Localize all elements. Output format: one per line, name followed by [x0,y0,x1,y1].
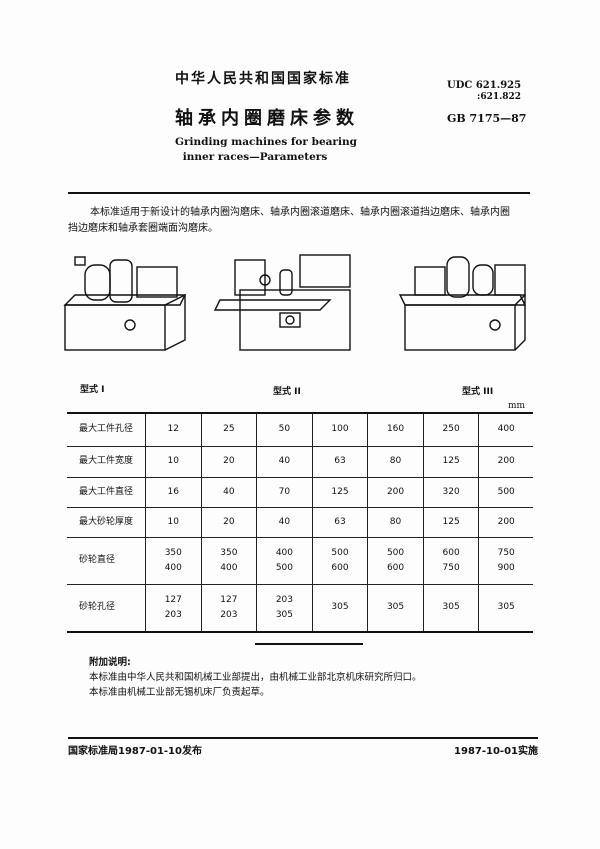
title-en-2: inner races—Parameters [182,151,328,163]
table-cell: 10 [145,507,202,537]
table-cell: 250 [422,413,479,446]
machine-type-2-drawing [213,254,351,351]
table-cell: 320 [422,477,479,507]
intro-line-1: 本标准适用于新设计的轴承内圈沟磨床、轴承内圈滚道磨床、轴承内圈滚道挡边磨床、轴承… [90,207,510,218]
title-en-1: Grinding machines for bearing [175,136,357,148]
table-cell: 160 [367,413,424,446]
gb-number: GB 7175—87 [447,112,527,125]
notes-line-2: 本标准由机械工业部无锡机床厂负责起草。 [89,687,270,698]
table-cell: 305 [311,584,368,632]
table-cell: 70 [256,477,313,507]
table-cell: 20 [200,446,257,477]
table-cell: 350 400 [200,537,257,584]
table-cell: 400 500 [256,537,313,584]
machine-type-3-drawing [398,256,527,351]
table-cell: 100 [311,413,368,446]
udc-code: UDC 621.925 [447,80,522,91]
table-cell: 50 [256,413,313,446]
row-label: 最大砂轮厚度 [79,516,134,527]
table-cell: 40 [200,477,257,507]
issue-date: 国家标准局1987-01-10发布 [68,746,202,757]
table-cell: 20 [200,507,257,537]
machine-figures [63,254,527,351]
table-cell: 127 203 [145,584,202,632]
table-cell: 25 [200,413,257,446]
table-cell: 200 [478,507,533,537]
table-cell: 305 [478,584,533,632]
effective-date: 1987-10-01实施 [454,746,538,757]
footer-divider [68,737,538,739]
table-cell: 203 305 [256,584,313,632]
table-cell: 305 [367,584,424,632]
notes-heading: 附加说明: [89,657,131,668]
row-label: 砂轮直径 [79,555,116,565]
notes-line-1: 本标准由中华人民共和国机械工业部提出，由机械工业部北京机床研究所归口。 [89,672,422,683]
row-label: 最大工件孔径 [79,424,134,435]
table-cell: 200 [478,446,533,477]
udc-code-2: :621.822 [477,92,522,102]
table-cell: 63 [311,446,368,477]
table-cell: 40 [256,446,313,477]
table-cell: 750 900 [478,537,533,584]
figure-label-type-2: 型式 II [273,387,301,397]
table-cell: 500 600 [367,537,424,584]
table-cell: 600 750 [422,537,479,584]
unit-label: mm [508,401,526,411]
table-cell: 125 [311,477,368,507]
table-cell: 500 600 [311,537,368,584]
figure-label-type-1: 型式 I [80,385,105,395]
table-cell: 63 [311,507,368,537]
row-label: 最大工件直径 [79,486,134,497]
title-cn: 轴承内圈磨床参数 [175,108,359,129]
issuing-org: 中华人民共和国国家标准 [175,71,351,87]
table-cell: 12 [145,413,202,446]
table-cell: 127 203 [200,584,257,632]
row-label: 砂轮孔径 [79,602,116,613]
table-cell: 80 [367,507,424,537]
table-cell: 16 [145,477,202,507]
row-label: 最大工件宽度 [79,456,134,466]
table-cell: 80 [367,446,424,477]
machine-type-1-drawing [63,256,187,351]
header-divider [68,192,530,194]
table-cell: 400 [478,413,533,446]
table-cell: 500 [478,477,533,507]
figure-label-type-3: 型式 III [462,387,494,397]
table-cell: 350 400 [145,537,202,584]
table-cell: 125 [422,507,479,537]
end-divider [255,643,363,645]
table-cell: 200 [367,477,424,507]
intro-line-2: 挡边磨床和轴承套圈端面沟磨床。 [68,223,218,234]
table-cell: 10 [145,446,202,477]
table-cell: 125 [422,446,479,477]
table-cell: 305 [422,584,479,632]
table-cell: 40 [256,507,313,537]
